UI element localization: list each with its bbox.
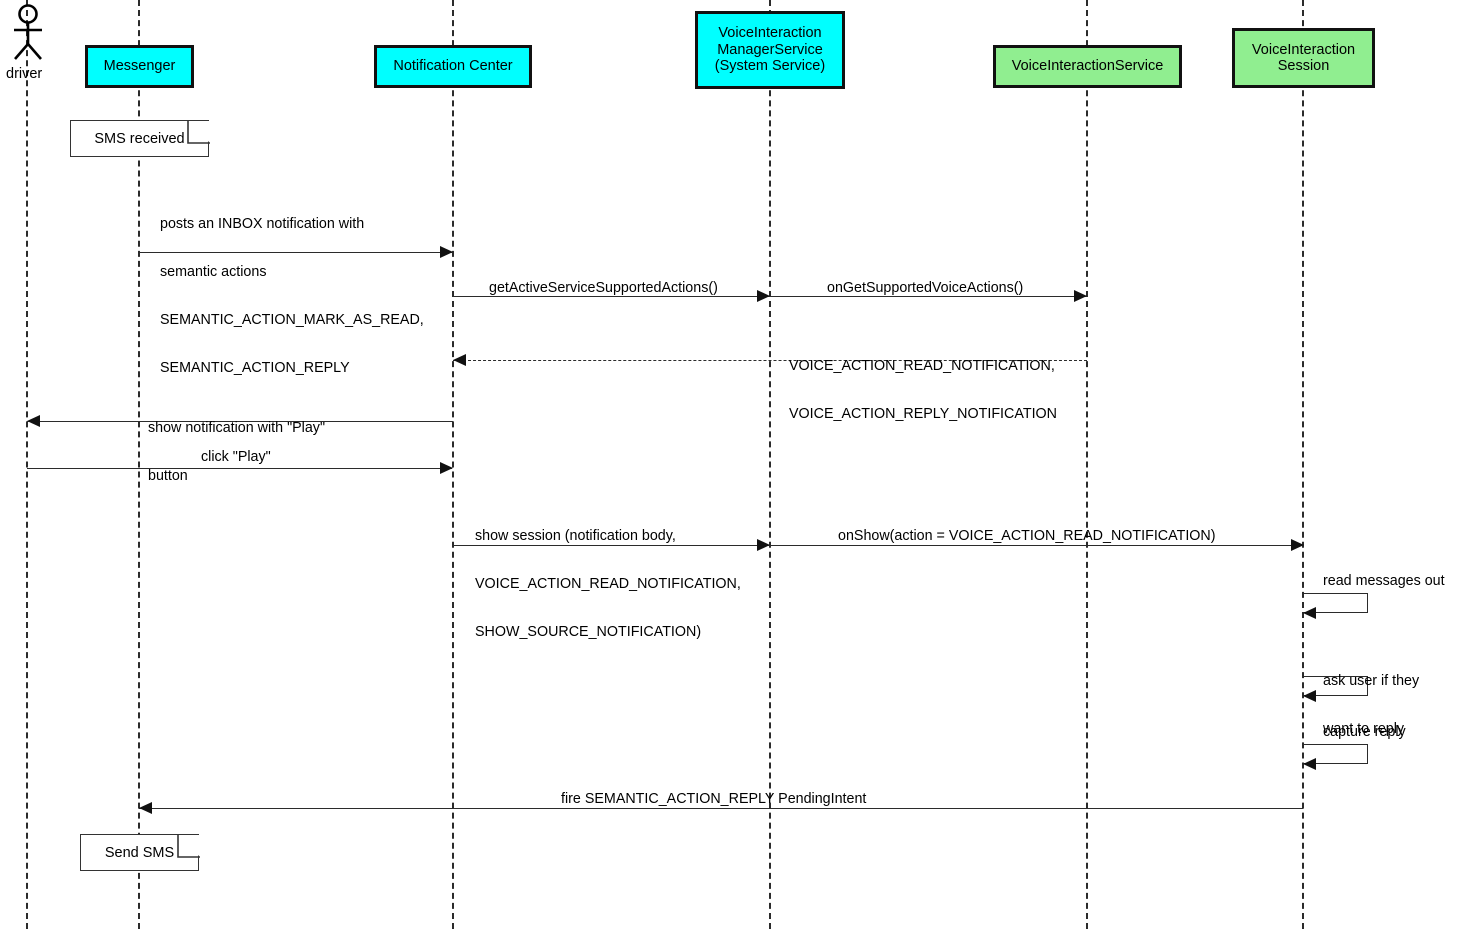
participant-voice-interaction-service[interactable]: VoiceInteractionService [993, 45, 1182, 88]
msg-fire-semantic-action-reply-arrowhead [139, 802, 152, 814]
msg-show-session-label: show session (notification body, VOICE_A… [475, 496, 741, 672]
note-sms-received: SMS received [70, 120, 210, 157]
msg-return-voice-actions-label: VOICE_ACTION_READ_NOTIFICATION, VOICE_AC… [789, 326, 1057, 454]
lifeline-notification-center [452, 0, 454, 929]
msg7-line3: SHOW_SOURCE_NOTIFICATION) [475, 624, 702, 640]
msg-return-voice-actions-arrowhead [453, 354, 466, 366]
msg5-line2: button [148, 468, 188, 484]
note-fold-corner-icon [177, 835, 200, 858]
msg-get-active-service-supported-actions-arrowhead [757, 290, 770, 302]
actor-driver [6, 4, 50, 60]
msg-click-play-line [27, 468, 452, 469]
self-read-messages-out-label: read messages out [1323, 573, 1445, 589]
msg-on-get-supported-voice-actions-arrowhead [1074, 290, 1087, 302]
msg-click-play-arrowhead [440, 462, 453, 474]
self2-line1: ask user if they [1323, 673, 1420, 689]
msg-show-notification-play-label: show notification with "Play" button [148, 388, 325, 516]
msg1-line2: semantic actions [160, 264, 267, 280]
note-send-sms: Send SMS [80, 834, 200, 871]
participant-vsession-label-line2: Session [1277, 58, 1330, 74]
participant-vims-label-line2: ManagerService [717, 41, 823, 58]
self-ask-user-reply-loop [1303, 676, 1368, 696]
msg-fire-semantic-action-reply-line [139, 808, 1303, 809]
msg-get-active-service-supported-actions-line [453, 296, 769, 297]
msg1-line3: SEMANTIC_ACTION_MARK_AS_READ, [160, 312, 424, 328]
msg-on-show-label: onShow(action = VOICE_ACTION_READ_NOTIFI… [838, 528, 1216, 544]
actor-driver-label: driver [6, 66, 43, 82]
msg-on-show-line [770, 545, 1303, 546]
msg4-line1: VOICE_ACTION_READ_NOTIFICATION, [789, 358, 1055, 374]
msg-show-notification-play-line [27, 421, 453, 422]
lifeline-voice-interaction-session [1302, 0, 1304, 929]
participant-messenger[interactable]: Messenger [85, 45, 194, 88]
msg-on-get-supported-voice-actions-line [770, 296, 1086, 297]
msg1-line1: posts an INBOX notification with [160, 216, 365, 232]
msg-fire-semantic-action-reply-label: fire SEMANTIC_ACTION_REPLY PendingIntent [561, 791, 867, 807]
self-ask-user-reply-label: ask user if they want to reply [1323, 641, 1419, 769]
msg-get-active-service-supported-actions-label: getActiveServiceSupportedActions() [489, 280, 718, 296]
lifeline-messenger [138, 0, 140, 929]
msg-show-session-line [453, 545, 769, 546]
msg-show-notification-play-arrowhead [27, 415, 40, 427]
msg-on-get-supported-voice-actions-label: onGetSupportedVoiceActions() [827, 280, 1024, 296]
self-read-messages-out-arrowhead [1303, 607, 1316, 619]
msg-return-voice-actions-line [453, 360, 1087, 361]
participant-vsession-label-line1: VoiceInteraction [1251, 41, 1356, 58]
participant-notification-center-label: Notification Center [393, 58, 513, 75]
msg-click-play-label: click "Play" [201, 449, 271, 465]
self-ask-user-reply-arrowhead [1303, 690, 1316, 702]
participant-voice-interaction-session[interactable]: VoiceInteraction Session [1232, 28, 1375, 88]
msg7-line2: VOICE_ACTION_READ_NOTIFICATION, [475, 576, 741, 592]
msg-post-inbox-notification-label: posts an INBOX notification with semanti… [160, 184, 424, 408]
msg1-line4: SEMANTIC_ACTION_REPLY [160, 360, 350, 376]
participant-messenger-label: Messenger [103, 58, 176, 75]
msg-post-inbox-notification-arrowhead [440, 246, 453, 258]
self2-line2: want to reply [1323, 721, 1405, 737]
participant-voice-interaction-manager-service[interactable]: VoiceInteraction ManagerService (System … [695, 11, 845, 89]
msg5-line1: show notification with "Play" [148, 420, 326, 436]
participant-notification-center[interactable]: Notification Center [374, 45, 532, 88]
msg-show-session-arrowhead [757, 539, 770, 551]
self-capture-reply-arrowhead [1303, 758, 1316, 770]
self-capture-reply-loop [1303, 744, 1368, 764]
participant-vims-label-line3: (System Service) [714, 58, 826, 75]
self-capture-reply-label: capture reply [1323, 724, 1406, 740]
lifeline-voice-interaction-manager-service [769, 0, 771, 929]
msg7-line1: show session (notification body, [475, 528, 676, 544]
participant-vims-label-line1: VoiceInteraction [718, 25, 822, 42]
stick-figure-actor-icon [14, 4, 42, 60]
note-fold-corner-icon [187, 121, 210, 144]
msg-on-show-arrowhead [1291, 539, 1304, 551]
note-sms-received-text: SMS received [94, 130, 185, 147]
msg-post-inbox-notification-line [139, 252, 452, 253]
lifeline-voice-interaction-service [1086, 0, 1088, 929]
participant-vis-label: VoiceInteractionService [1011, 58, 1164, 75]
lifeline-driver [26, 0, 28, 929]
note-send-sms-text: Send SMS [104, 844, 175, 861]
msg4-line2: VOICE_ACTION_REPLY_NOTIFICATION [789, 406, 1057, 422]
self-read-messages-out-loop [1303, 593, 1368, 613]
